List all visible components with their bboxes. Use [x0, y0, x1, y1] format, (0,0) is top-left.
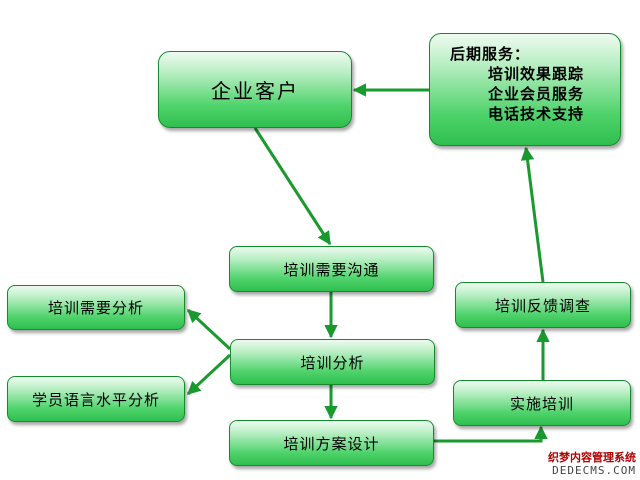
implementation-label: 实施培训: [509, 394, 574, 413]
client-node: 企业客户: [158, 51, 352, 128]
feedback-survey-label: 培训反馈调查: [494, 296, 591, 315]
needs-communication-label: 培训需要沟通: [283, 260, 380, 279]
needs-analysis-label: 培训需要分析: [47, 299, 144, 317]
arrow-client-to-communication: [253, 127, 332, 246]
plan-design-node: 培训方案设计: [229, 420, 434, 466]
implementation-node: 实施培训: [453, 380, 631, 426]
training-analysis-node: 培训分析: [230, 339, 435, 385]
arrow-analysis-to-language-analysis: [186, 353, 232, 396]
plan-design-label: 培训方案设计: [283, 434, 380, 453]
service-item-phone-support: 电话技术支持: [488, 105, 585, 123]
needs-communication-node: 培训需要沟通: [229, 246, 434, 292]
arrow-plan-to-implementation: [434, 425, 548, 443]
training-analysis-label: 培训分析: [300, 353, 365, 372]
needs-analysis-node: 培训需要分析: [7, 285, 185, 330]
client-label: 企业客户: [211, 79, 299, 103]
arrow-analysis-to-needs-analysis: [186, 308, 232, 351]
language-level-analysis-label: 学员语言水平分析: [31, 390, 160, 409]
service-item-membership: 企业会员服务: [488, 85, 585, 103]
watermark-line-2: DEDECMS.COM: [552, 464, 636, 477]
watermark-line-1: 织梦内容管理系统: [548, 451, 636, 464]
after-sales-service-node: 后期服务： 培训效果跟踪 企业会员服务 电话技术支持: [429, 33, 621, 146]
watermark: 织梦内容管理系统 DEDECMS.COM: [548, 451, 636, 477]
service-title: 后期服务：: [450, 45, 531, 63]
service-item-effect-tracking: 培训效果跟踪: [488, 65, 585, 83]
feedback-survey-node: 培训反馈调查: [455, 282, 631, 328]
language-level-analysis-node: 学员语言水平分析: [7, 376, 185, 422]
arrow-feedback-to-service: [520, 146, 545, 283]
